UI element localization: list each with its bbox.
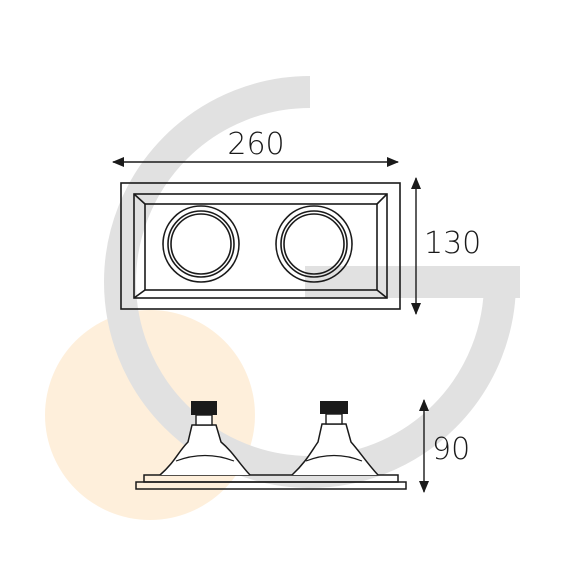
arrow-down-icon [419, 481, 429, 493]
lamp-left-cap [191, 401, 217, 415]
spot-right [275, 205, 353, 283]
height-label: 130 [424, 226, 481, 261]
recess-panel [144, 203, 378, 291]
arrow-down-icon [411, 303, 421, 315]
arrow-left-icon [112, 157, 124, 167]
arrow-up-icon [419, 399, 429, 411]
depth-dimension: 90 [419, 399, 470, 493]
width-dimension: 260 [112, 127, 399, 167]
lamp-right-neck [325, 413, 343, 425]
height-dimension: 130 [411, 177, 481, 315]
arrow-up-icon [411, 177, 421, 189]
base-flange [143, 474, 399, 483]
width-label: 260 [227, 127, 284, 162]
outer-frame [120, 182, 401, 310]
lamp-left-neck [195, 414, 213, 426]
inner-frame [133, 193, 388, 299]
spot-left [162, 205, 240, 283]
arrow-right-icon [387, 157, 399, 167]
side-view [135, 401, 407, 490]
lamp-left [159, 401, 251, 476]
top-view [120, 182, 401, 310]
lamp-right-cap [320, 401, 348, 414]
lamp-right [291, 401, 379, 476]
logo-ring [104, 76, 516, 488]
depth-label: 90 [432, 432, 470, 467]
